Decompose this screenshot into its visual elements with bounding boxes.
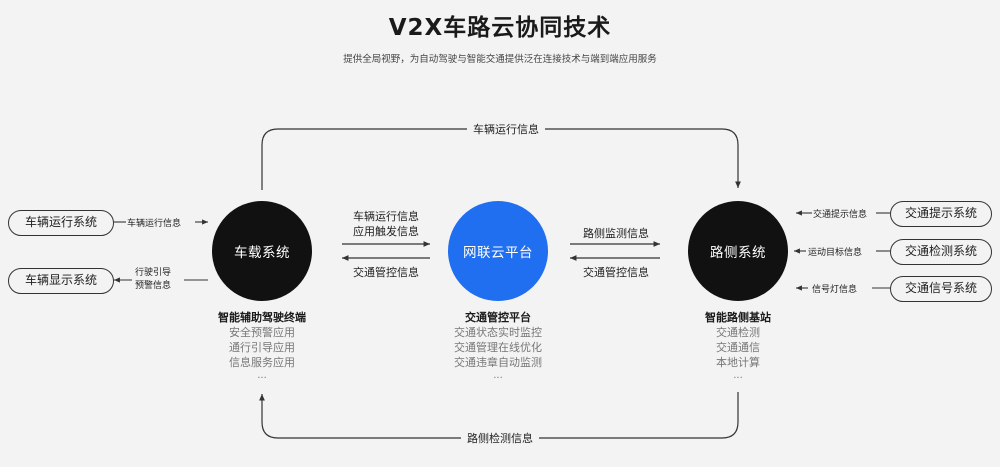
vehicle-list-more: ... [257,370,267,381]
vehicle-system-label: 车载系统 [234,245,290,261]
roadside-system-label: 路侧系统 [710,245,766,261]
vehicle-system-node: 车载系统 [212,201,312,301]
vehicle-cloud-up-labels: 车辆运行信息 应用触发信息 [336,209,436,239]
roadside-list-item: 交通通信 [716,341,760,354]
roadside-list-item: 本地计算 [716,356,760,369]
top-loop-arrow [261,128,741,190]
vehicle-list-item: 安全预警应用 [229,326,295,339]
vehicle-cloud-down-label: 交通管控信息 [353,266,419,279]
right-row1-label: 交通提示信息 [813,210,868,220]
left-row2-labels: 行驶引导 预警信息 [135,267,171,293]
bottom-loop-label: 路侧检测信息 [461,432,539,445]
roadside-list-item: 交通检测 [716,326,760,339]
cloud-list-item: 交通状态实时监控 [454,326,542,339]
vehicle-list-item: 信息服务应用 [229,356,295,369]
cloud-list-item: 交通违章自动监测 [454,356,542,369]
left-row2-label-line1: 行驶引导 [135,268,172,278]
vehicle-cloud-up-line2: 应用触发信息 [353,225,419,238]
traffic-signal-system-pill: 交通信号系统 [890,276,992,302]
cloud-platform-node: 网联云平台 [448,201,548,301]
diagram-subtitle: 提供全局视野，为自动驾驶与智能交通提供泛在连接技术与端到端应用服务 [343,54,657,65]
traffic-detection-system-pill: 交通检测系统 [890,239,992,265]
right-row3-label: 信号灯信息 [812,285,858,295]
roadside-list-more: ... [733,370,743,381]
diagram-title: V2X车路云协同技术 [388,15,612,41]
top-loop-label: 车辆运行信息 [467,123,545,136]
roadside-system-node: 路侧系统 [688,201,788,301]
left-row2-label-line2: 预警信息 [135,281,172,291]
right-row2-label: 运动目标信息 [808,248,863,258]
vehicle-cloud-up-line1: 车辆运行信息 [353,210,419,223]
cloud-list-item: 交通管理在线优化 [454,341,542,354]
cloud-roadside-down-label: 交通管控信息 [583,266,649,279]
vehicle-display-system-pill: 车辆显示系统 [8,268,114,294]
cloud-feature-list: 交通管控平台 交通状态实时监控 交通管理在线优化 交通违章自动监测 ... [418,310,578,382]
vehicle-list-head: 智能辅助驾驶终端 [218,311,306,324]
cloud-list-more: ... [493,370,503,381]
roadside-feature-list: 智能路侧基站 交通检测 交通通信 本地计算 ... [658,310,818,382]
cloud-list-head: 交通管控平台 [465,311,531,324]
cloud-roadside-up-label: 路侧监测信息 [583,227,649,240]
vehicle-list-item: 通行引导应用 [229,341,295,354]
vehicle-feature-list: 智能辅助驾驶终端 安全预警应用 通行引导应用 信息服务应用 ... [182,310,342,382]
cloud-platform-label: 网联云平台 [463,245,533,261]
left-row1-label: 车辆运行信息 [127,219,182,229]
roadside-list-head: 智能路侧基站 [705,311,771,324]
vehicle-operation-system-pill: 车辆运行系统 [8,210,114,236]
traffic-hint-system-pill: 交通提示系统 [890,201,992,227]
